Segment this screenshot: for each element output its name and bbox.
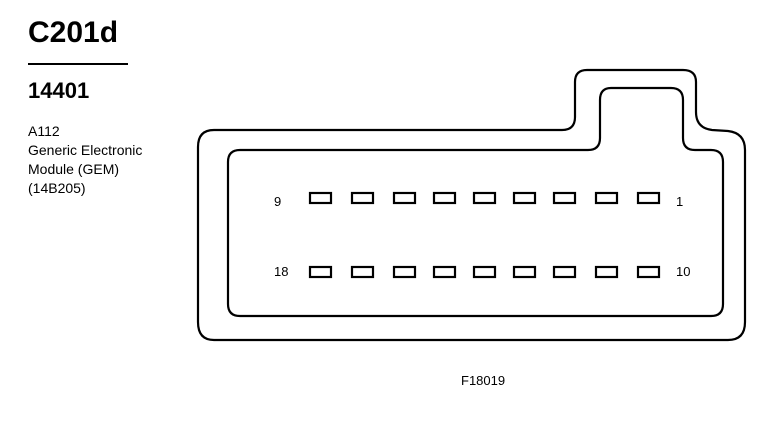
pin-label-18: 18 [274,264,288,279]
terminal-cavity [552,191,577,205]
pin-label-1: 1 [676,194,683,209]
part-number: 14401 [28,78,90,103]
terminal-cavity [472,191,497,205]
connector-housing-outer [196,68,747,342]
component-name-line-1: Generic Electronic [28,142,143,158]
terminal-cavity [392,191,417,205]
terminal-cavity [308,191,333,205]
terminal-cavity [432,265,457,279]
component-code: A112 [28,123,60,139]
component-part-code: (14B205) [28,180,86,196]
terminal-cavity [552,265,577,279]
terminal-cavity [594,265,619,279]
terminal-row-top [308,191,661,205]
connector-id: C201d [28,16,119,49]
connector-housing-inner [226,86,725,318]
pin-label-10: 10 [676,264,690,279]
terminal-cavity [594,191,619,205]
terminal-cavity [636,191,661,205]
terminal-cavity [432,191,457,205]
title-underline [28,63,128,65]
terminal-cavity [392,265,417,279]
terminal-cavity [350,191,375,205]
terminal-cavity [350,265,375,279]
component-name-line-2: Module (GEM) [28,161,120,177]
terminal-cavity [308,265,333,279]
terminal-row-bottom [308,265,661,279]
terminal-cavity [636,265,661,279]
figure-id: F18019 [461,373,506,388]
component-description: A112 Generic Electronic Module (GEM) (14… [28,122,142,198]
terminal-cavity [512,191,537,205]
pin-label-9: 9 [274,194,281,209]
terminal-cavity [512,265,537,279]
terminal-cavity [472,265,497,279]
